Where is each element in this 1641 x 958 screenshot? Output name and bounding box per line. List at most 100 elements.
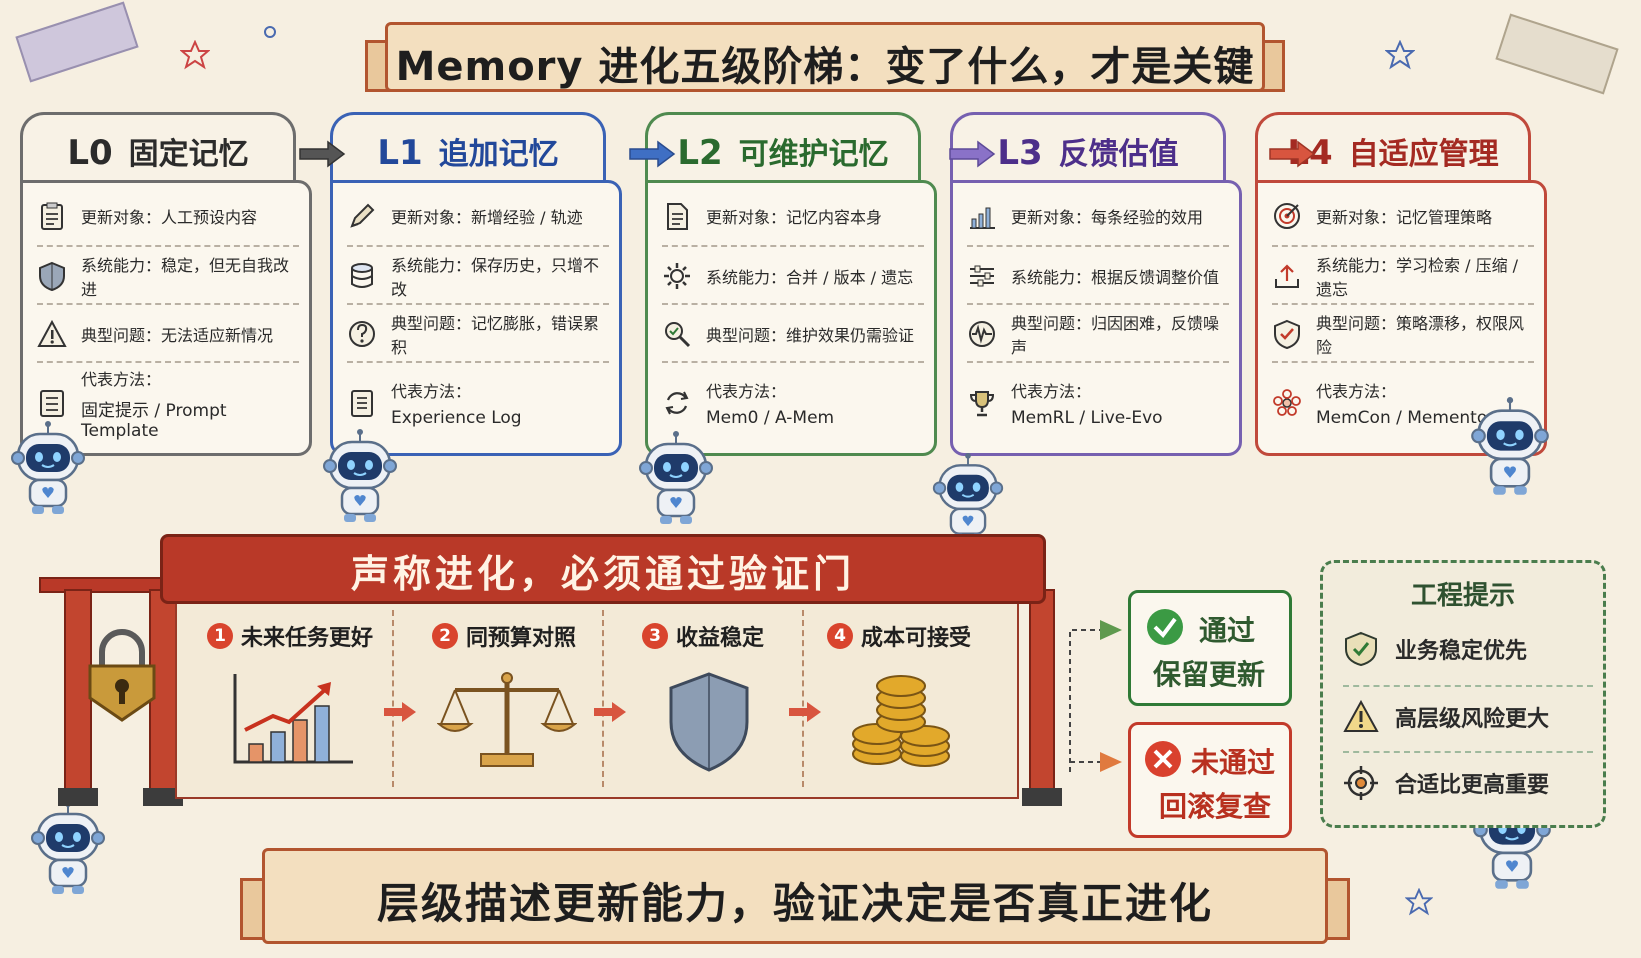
level-row-method: 代表方法： MemRL / Live-Evo	[967, 361, 1229, 443]
robot-mascot-icon	[930, 452, 1006, 547]
decorative-tape-right	[1495, 13, 1619, 95]
crosshair-icon	[1344, 766, 1378, 800]
tip-item: 合适比更高重要	[1343, 751, 1593, 813]
upload-icon	[1275, 264, 1299, 288]
notebook-icon	[351, 390, 373, 417]
level-card-l0: L0 固定记忆 更新对象：人工预设内容 系统能力：稳定，但无自我改进 典型问题：无…	[20, 112, 312, 456]
shield-icon	[669, 672, 749, 772]
cycle-icon	[665, 391, 689, 415]
star-icon	[1385, 40, 1415, 70]
level-tab: L1 追加记忆	[330, 112, 606, 185]
level-row-target: 更新对象：每条经验的效用	[967, 187, 1229, 245]
warning-icon	[1343, 699, 1379, 732]
cross-circle-icon	[1145, 741, 1181, 777]
level-row-target: 更新对象：人工预设内容	[37, 187, 299, 245]
tip-item: 高层级风险更大	[1343, 685, 1593, 747]
robot-mascot-icon	[28, 800, 108, 900]
document-icon	[667, 203, 688, 230]
trophy-icon	[969, 391, 995, 417]
level-card-l3: L3 反馈估值 更新对象：每条经验的效用 系统能力：根据反馈调整价值 典型问题：归…	[950, 112, 1242, 456]
level-name: 反馈估值	[1058, 137, 1179, 172]
level-code: L1	[377, 133, 423, 173]
level-row-problem: 典型问题：无法适应新情况	[37, 303, 299, 363]
padlock-icon	[88, 629, 156, 722]
engineering-tips-panel: 工程提示 业务稳定优先 高层级风险更大 合适比更高重要	[1320, 560, 1606, 828]
shield-check-icon	[1274, 319, 1300, 349]
level-row-method: 代表方法： Mem0 / A-Mem	[662, 361, 924, 443]
magnifier-icon	[665, 322, 691, 348]
level-code: L0	[67, 133, 113, 173]
arrow-right-icon	[949, 140, 996, 168]
decorative-tape-left	[15, 1, 139, 83]
level-row-target: 更新对象：记忆管理策略	[1272, 187, 1534, 245]
level-body: 更新对象：每条经验的效用 系统能力：根据反馈调整价值 典型问题：归因困难，反馈噪…	[950, 180, 1242, 456]
sliders-icon	[970, 265, 994, 287]
level-body: 更新对象：新增经验 / 轨迹 系统能力：保存历史，只增不改 典型问题：记忆膨胀，…	[330, 180, 622, 456]
level-code: L3	[997, 133, 1043, 173]
robot-mascot-icon	[8, 420, 88, 520]
level-row-target: 更新对象：新增经验 / 轨迹	[347, 187, 609, 245]
circle-doodle-icon	[264, 26, 276, 38]
level-name: 自适应管理	[1348, 137, 1499, 172]
arrow-right-icon	[1269, 140, 1316, 168]
level-row-ability: 系统能力：学习检索 / 压缩 / 遗忘	[1272, 245, 1534, 305]
clipboard-icon	[41, 202, 63, 230]
level-row-method: 代表方法： MemCon / Memento	[1272, 361, 1534, 443]
level-row-ability: 系统能力：稳定，但无自我改进	[37, 245, 299, 305]
waveform-icon	[969, 321, 995, 347]
level-row-ability: 系统能力：合并 / 版本 / 遗忘	[662, 245, 924, 305]
list-icon	[40, 390, 64, 417]
growth-chart-icon	[233, 674, 353, 764]
arrow-right-icon	[789, 702, 821, 722]
gate-banner: 声称进化，必须通过验证门	[160, 534, 1046, 604]
level-name: 可维护记忆	[738, 137, 889, 172]
level-row-problem: 典型问题：策略漂移，权限风险	[1272, 303, 1534, 363]
level-row-method: 代表方法： 固定提示 / Prompt Template	[37, 361, 299, 443]
level-row-problem: 典型问题：维护效果仍需验证	[662, 303, 924, 363]
level-tab: L0 固定记忆	[20, 112, 296, 185]
arrow-right-icon	[629, 140, 676, 168]
level-body: 更新对象：人工预设内容 系统能力：稳定，但无自我改进 典型问题：无法适应新情况 …	[20, 180, 312, 456]
bar-chart-icon	[970, 207, 995, 229]
level-card-l1: L1 追加记忆 更新对象：新增经验 / 轨迹 系统能力：保存历史，只增不改 典型问…	[330, 112, 622, 456]
tips-title: 工程提示	[1410, 581, 1515, 611]
level-name: 追加记忆	[438, 137, 559, 172]
robot-mascot-icon	[320, 428, 400, 528]
target-icon	[1274, 203, 1300, 229]
balance-scale-icon	[437, 672, 577, 767]
robot-mascot-icon	[636, 430, 716, 530]
flower-icon	[1273, 389, 1301, 416]
arrow-right-icon	[299, 140, 346, 168]
arrow-right-icon	[384, 702, 416, 722]
shield-check-icon	[1345, 631, 1377, 667]
pass-result-box: 通过 保留更新	[1128, 590, 1292, 706]
level-row-problem: 典型问题：归因困难，反馈噪声	[967, 303, 1229, 363]
title-ribbon: Memory 进化五级阶梯：变了什么，才是关键	[365, 18, 1285, 96]
check-circle-icon	[1147, 609, 1183, 645]
shield-icon	[39, 261, 65, 291]
bottom-banner: 层级描述更新能力，验证决定是否真正进化	[240, 848, 1350, 944]
level-row-ability: 系统能力：根据反馈调整价值	[967, 245, 1229, 305]
fail-result-box: 未通过 回滚复查	[1128, 722, 1292, 838]
level-row-method: 代表方法： Experience Log	[347, 361, 609, 443]
level-row-ability: 系统能力：保存历史，只增不改	[347, 245, 609, 305]
coins-icon	[852, 675, 950, 767]
arrow-right-icon	[594, 702, 626, 722]
star-icon	[1405, 888, 1433, 916]
tip-item: 业务稳定优先	[1343, 619, 1593, 679]
level-row-problem: 典型问题：记忆膨胀，错误累积	[347, 303, 609, 363]
branch-arrows	[1069, 620, 1122, 772]
database-icon	[351, 263, 373, 288]
level-body: 更新对象：记忆内容本身 系统能力：合并 / 版本 / 遗忘 典型问题：维护效果仍…	[645, 180, 937, 456]
warning-icon	[37, 319, 67, 347]
level-name: 固定记忆	[128, 137, 249, 172]
level-tab: L3 反馈估值	[950, 112, 1226, 185]
level-row-target: 更新对象：记忆内容本身	[662, 187, 924, 245]
